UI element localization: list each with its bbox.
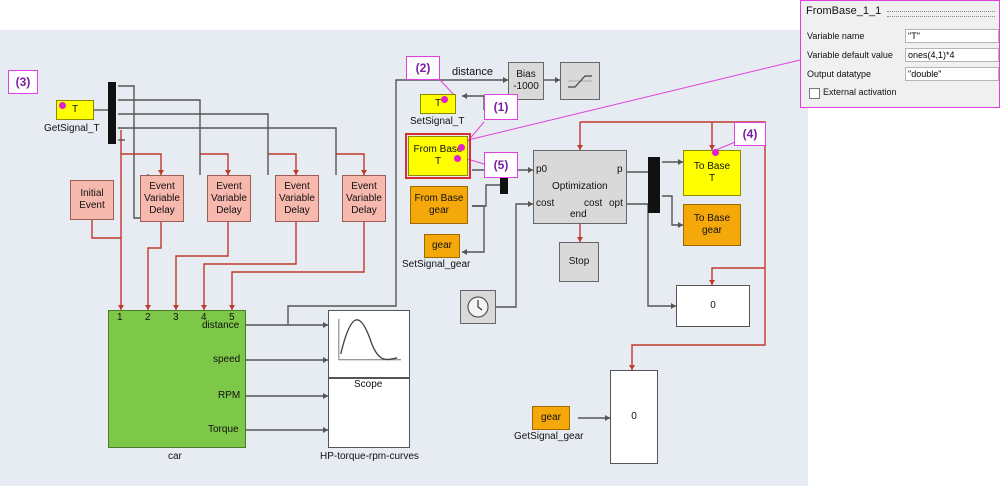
callout-2: (2) <box>406 56 440 80</box>
checkbox-icon[interactable] <box>809 88 820 99</box>
get-signal-t-caption: GetSignal_T <box>44 123 100 134</box>
display-block-top[interactable]: 0 <box>676 285 750 327</box>
event-variable-delay-3[interactable]: Event Variable Delay <box>275 175 319 222</box>
from-base-gear-block[interactable]: From Base gear <box>410 186 468 224</box>
car-output-distance: distance <box>202 320 240 331</box>
scope-block[interactable] <box>328 310 410 378</box>
get-signal-gear-caption: GetSignal_gear <box>514 431 584 442</box>
output-datatype-input[interactable] <box>905 67 999 81</box>
display-block-bottom[interactable]: 0 <box>610 370 658 464</box>
to-base-t-block[interactable]: To Base T <box>683 150 741 196</box>
event-variable-delay-1[interactable]: Event Variable Delay <box>140 175 184 222</box>
set-signal-t-block[interactable]: T <box>420 94 456 114</box>
field-label-default-value: Variable default value <box>807 50 893 60</box>
callout-4: (4) <box>734 122 766 146</box>
car-output-speed: speed <box>213 354 241 365</box>
callout-1: (1) <box>484 94 518 120</box>
saturation-icon <box>568 75 592 88</box>
optimization-p0-port: p0 <box>536 164 548 175</box>
event-variable-delay-2[interactable]: Event Variable Delay <box>207 175 251 222</box>
stop-block[interactable]: Stop <box>559 242 599 282</box>
variable-name-input[interactable] <box>905 29 999 43</box>
optimization-cost-in-port: cost <box>536 198 555 209</box>
field-label-output-datatype: Output datatype <box>807 69 872 79</box>
set-signal-gear-caption: SetSignal_gear <box>402 259 471 270</box>
car-input-4: 4 <box>201 312 207 323</box>
optimization-title: Optimization <box>552 181 608 192</box>
scope-caption: Scope <box>354 379 383 390</box>
panel-drag-handle[interactable] <box>887 11 995 17</box>
car-input-5: 5 <box>229 312 235 323</box>
demux-block[interactable] <box>648 157 660 213</box>
clock-block[interactable] <box>460 290 496 324</box>
default-value-input[interactable] <box>905 48 999 62</box>
get-signal-gear-block[interactable]: gear <box>532 406 570 430</box>
set-signal-t-caption: SetSignal_T <box>410 116 465 127</box>
car-block[interactable] <box>108 310 246 448</box>
hp-curves-caption: HP-torque-rpm-curves <box>320 451 419 462</box>
optimization-opt-port: opt <box>609 198 623 209</box>
external-activation-label: External activation <box>823 87 897 97</box>
marker-dot <box>454 155 461 162</box>
event-variable-delay-4[interactable]: Event Variable Delay <box>342 175 386 222</box>
car-input-2: 2 <box>145 312 151 323</box>
optimization-p-port: p <box>617 164 623 175</box>
marker-dot <box>458 144 465 151</box>
marker-dot <box>712 149 719 156</box>
car-caption: car <box>168 451 182 462</box>
optimization-end-port: end <box>570 209 587 220</box>
hp-curves-block[interactable] <box>328 378 410 448</box>
callout-5: (5) <box>484 152 518 178</box>
car-output-rpm: RPM <box>218 390 241 401</box>
panel-title: FromBase_1_1 <box>806 5 882 17</box>
to-base-gear-block[interactable]: To Base gear <box>683 204 741 246</box>
saturation-block[interactable] <box>560 62 600 100</box>
car-input-3: 3 <box>173 312 179 323</box>
marker-dot <box>59 102 66 109</box>
set-signal-gear-block[interactable]: gear <box>424 234 460 258</box>
distance-signal-label: distance <box>452 66 493 78</box>
clock-icon <box>467 296 489 318</box>
field-label-variable-name: Variable name <box>807 31 865 41</box>
callout-3: (3) <box>8 70 38 94</box>
car-input-1: 1 <box>117 312 123 323</box>
initial-event-block[interactable]: Initial Event <box>70 180 114 220</box>
block-properties-panel: FromBase_1_1 Variable name Variable defa… <box>800 0 1000 108</box>
mux-block-left[interactable] <box>108 82 116 144</box>
optimization-cost-out-port: cost <box>584 198 603 209</box>
marker-dot <box>441 96 448 103</box>
scope-curve-icon <box>338 318 402 361</box>
car-output-torque: Torque <box>208 424 239 435</box>
